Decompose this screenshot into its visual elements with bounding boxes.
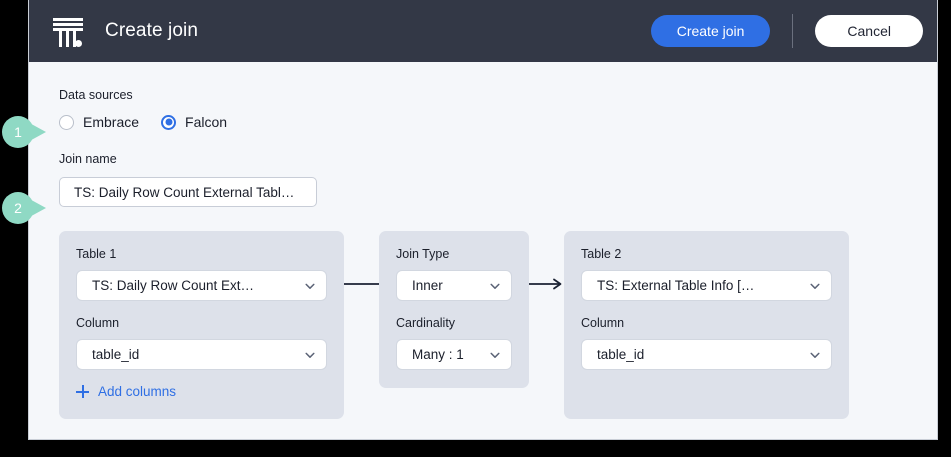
chevron-down-icon[interactable] bbox=[304, 349, 316, 361]
chevron-down-icon[interactable] bbox=[489, 349, 501, 361]
create-join-dialog: Create join Create join Cancel Data sour… bbox=[28, 0, 938, 440]
annotation-badge-shape-icon bbox=[2, 116, 46, 148]
radio-label-embrace: Embrace bbox=[83, 114, 140, 130]
table1-card: Table 1 TS: Daily Row Count Ext… Column … bbox=[59, 231, 344, 419]
data-sources-radio-group: Embrace Falcon bbox=[59, 114, 907, 130]
join-name-input[interactable] bbox=[59, 177, 317, 207]
table2-column-label: Column bbox=[581, 316, 625, 330]
table1-column-select[interactable]: table_id bbox=[76, 339, 327, 370]
table1-column-value: table_id bbox=[92, 347, 140, 362]
table1-column-label: Column bbox=[76, 316, 120, 330]
table1-table-value: TS: Daily Row Count Ext… bbox=[92, 278, 255, 293]
table2-title: Table 2 bbox=[581, 247, 622, 261]
cardinality-select[interactable]: Many : 1 bbox=[396, 339, 512, 370]
cancel-button[interactable]: Cancel bbox=[815, 15, 923, 47]
header-divider bbox=[792, 14, 794, 48]
dialog-body: Data sources Embrace Falcon Join name Ta… bbox=[29, 62, 937, 419]
page-title: Create join bbox=[105, 20, 198, 41]
radio-label-falcon: Falcon bbox=[185, 114, 228, 130]
table2-card: Table 2 TS: External Table Info [… Colum… bbox=[564, 231, 849, 419]
table2-table-select[interactable]: TS: External Table Info [… bbox=[581, 270, 832, 301]
radio-circle-icon[interactable] bbox=[59, 114, 74, 130]
join-builder-row: Table 1 TS: Daily Row Count Ext… Column … bbox=[59, 231, 907, 419]
add-columns-button[interactable]: Add columns bbox=[76, 384, 327, 399]
join-type-value: Inner bbox=[412, 278, 443, 293]
radio-option-embrace[interactable]: Embrace bbox=[59, 114, 139, 130]
chevron-down-icon[interactable] bbox=[809, 280, 821, 292]
data-sources-label: Data sources bbox=[59, 88, 133, 102]
chevron-down-icon[interactable] bbox=[489, 280, 501, 292]
connector-arrow-icon bbox=[529, 278, 562, 290]
annotation-badge-1: 1 bbox=[2, 116, 50, 148]
company-logo-icon bbox=[53, 15, 83, 47]
annotation-badge-number: 1 bbox=[14, 124, 22, 140]
annotation-badge-shape-icon bbox=[2, 192, 46, 224]
radio-circle-selected-icon[interactable] bbox=[161, 114, 177, 130]
connector-right bbox=[529, 231, 564, 419]
join-name-label: Join name bbox=[59, 152, 117, 166]
table1-table-select[interactable]: TS: Daily Row Count Ext… bbox=[76, 270, 327, 301]
annotation-badge-2: 2 bbox=[2, 192, 50, 224]
create-join-button[interactable]: Create join bbox=[650, 15, 771, 47]
chevron-down-icon[interactable] bbox=[304, 280, 316, 292]
connector-left bbox=[344, 231, 379, 419]
plus-icon bbox=[76, 385, 89, 398]
dialog-header: Create join Create join Cancel bbox=[29, 0, 937, 62]
chevron-down-icon[interactable] bbox=[809, 349, 821, 361]
radio-option-falcon[interactable]: Falcon bbox=[161, 114, 227, 130]
table2-column-value: table_id bbox=[597, 347, 645, 362]
join-type-title: Join Type bbox=[396, 247, 450, 261]
join-type-card: Join Type Inner Cardinality Many : 1 bbox=[379, 231, 529, 388]
annotation-badge-number: 2 bbox=[14, 200, 22, 216]
table2-table-value: TS: External Table Info [… bbox=[597, 278, 755, 293]
table2-column-select[interactable]: table_id bbox=[581, 339, 832, 370]
table1-title: Table 1 bbox=[76, 247, 117, 261]
header-actions: Create join Cancel bbox=[650, 14, 923, 48]
add-columns-label: Add columns bbox=[98, 384, 177, 399]
connector-line-icon bbox=[344, 283, 379, 285]
join-type-select[interactable]: Inner bbox=[396, 270, 512, 301]
cardinality-label: Cardinality bbox=[396, 316, 456, 330]
cardinality-value: Many : 1 bbox=[412, 347, 464, 362]
